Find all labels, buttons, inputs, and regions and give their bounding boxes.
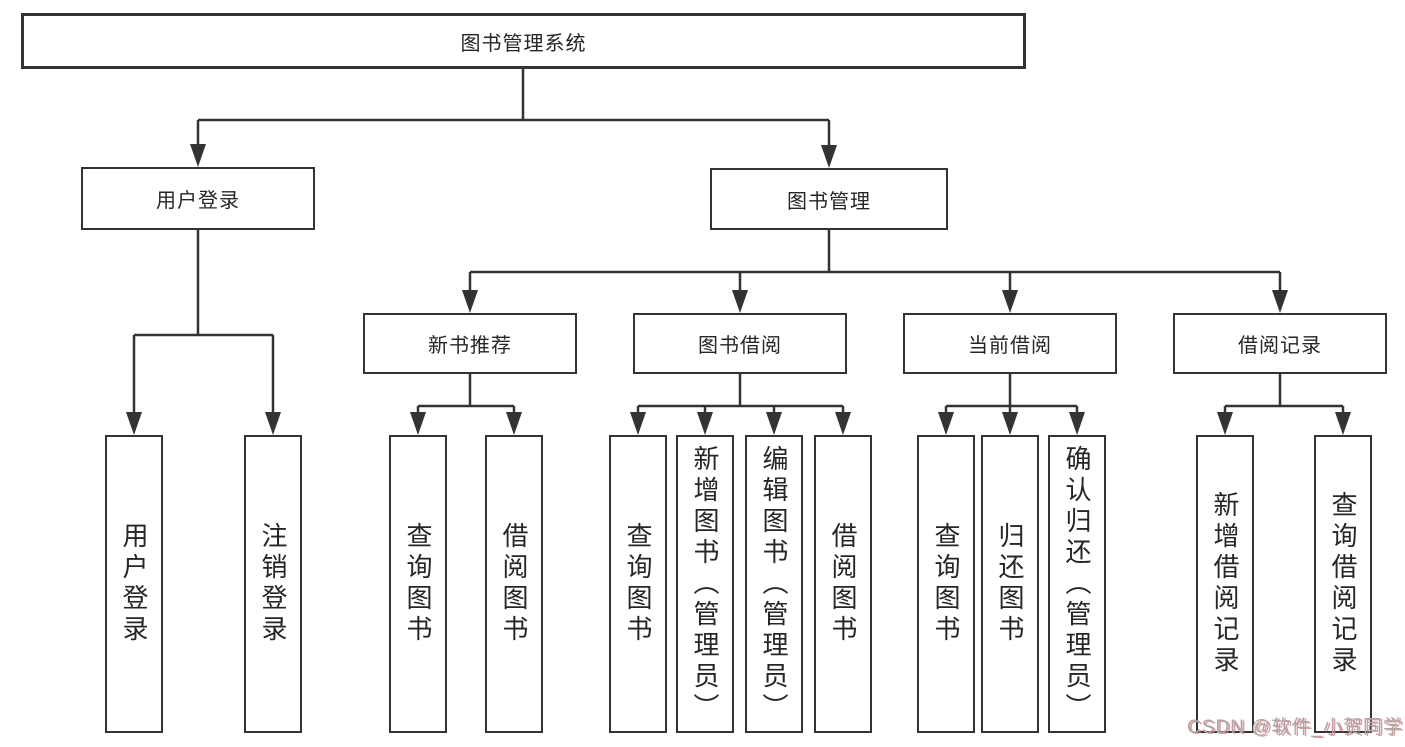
leaf-add-book: 新增图书（管理员） (676, 435, 734, 733)
leaf-query-book-2: 查询图书 (609, 435, 667, 733)
node-current-borrow: 当前借阅 (903, 313, 1117, 374)
leaf-query-book-1: 查询图书 (389, 435, 447, 733)
leaf-user-login: 用户登录 (105, 435, 163, 733)
leaf-edit-book: 编辑图书（管理员） (745, 435, 803, 733)
node-user-login: 用户登录 (81, 167, 315, 230)
node-book-borrow: 图书借阅 (633, 313, 847, 374)
leaf-borrow-book-2: 借阅图书 (814, 435, 872, 733)
leaf-confirm-return: 确认归还（管理员） (1048, 435, 1106, 733)
node-borrow-records: 借阅记录 (1173, 313, 1387, 374)
leaf-borrow-book-1: 借阅图书 (485, 435, 543, 733)
node-book-mgmt: 图书管理 (710, 168, 948, 230)
leaf-query-book-3: 查询图书 (917, 435, 975, 733)
leaf-return-book: 归还图书 (981, 435, 1039, 733)
leaf-add-record: 新增借阅记录 (1196, 435, 1254, 733)
arrowhead-icons (126, 144, 1351, 435)
leaf-query-record: 查询借阅记录 (1314, 435, 1372, 733)
leaf-logout: 注销登录 (244, 435, 302, 733)
node-new-book-rec: 新书推荐 (363, 313, 577, 374)
watermark: CSDN @软件_小贺同学 (1187, 717, 1403, 738)
node-root: 图书管理系统 (21, 13, 1026, 69)
